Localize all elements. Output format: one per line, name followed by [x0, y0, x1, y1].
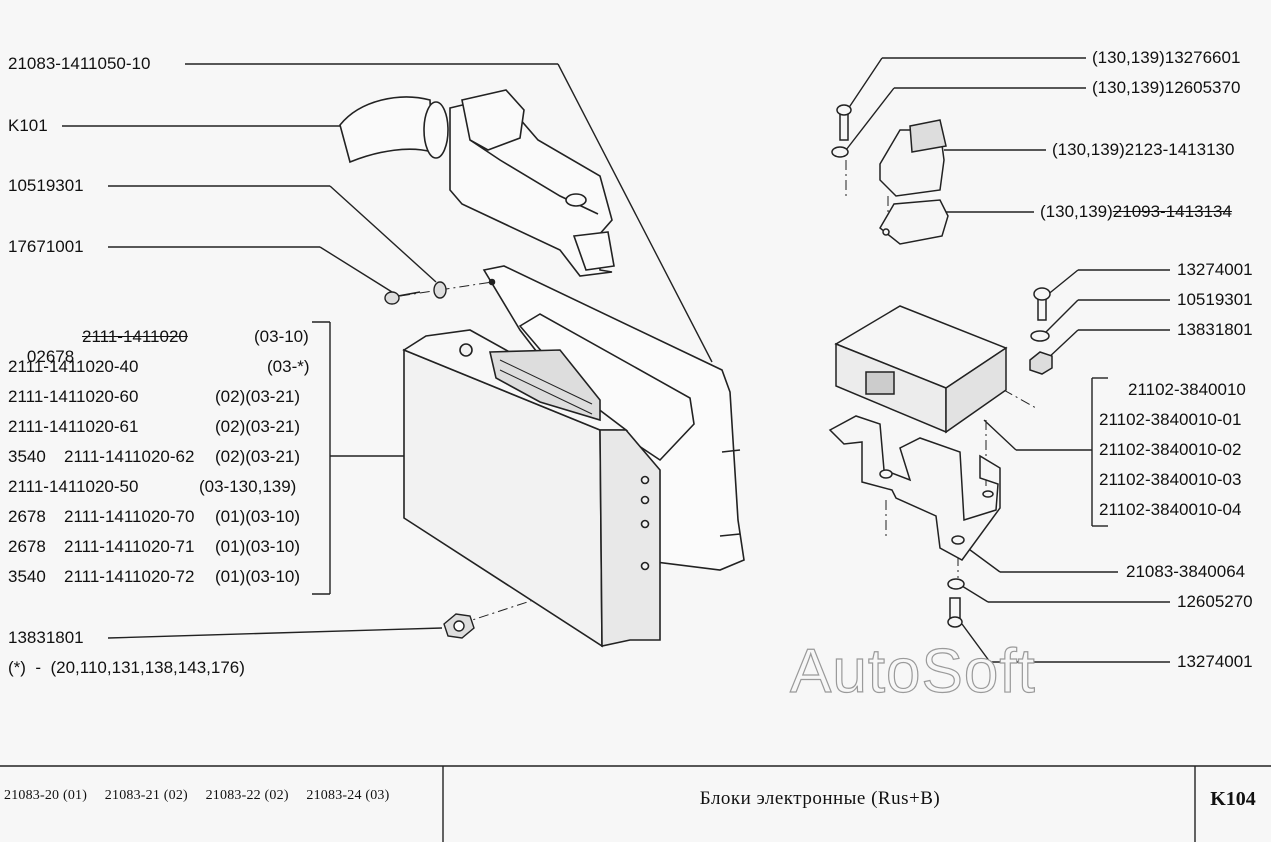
ecu-variant-note: (02)(03-21) [215, 387, 301, 406]
sheet-number: K104 [1210, 788, 1256, 810]
label-sensor: (130,139)2123-1413130 [1052, 140, 1235, 159]
label-screw-low: 13274001 [1177, 652, 1253, 671]
title-block: 21083-20 (01) 21083-21 (02) 21083-22 (02… [0, 766, 1271, 842]
label-washer-low: 12605270 [1177, 592, 1253, 611]
label-k101: K101 [8, 116, 48, 135]
ecu-variant-part-struck: 2111-1411020 [82, 327, 188, 346]
label-nut-mid: 13831801 [1177, 320, 1253, 339]
ecu-variant-code: 2111-1411020-40 [8, 357, 139, 376]
ecu-variant-code: 3540 [8, 567, 46, 586]
footnote: (*) - (20,110,131,138,143,176) [8, 658, 245, 677]
ecu-variant-part: 2111-1411020-62 [64, 447, 195, 466]
label-washer-top: (130,139)12605370 [1092, 78, 1241, 97]
ecu-variant-code: 2111-1411020-50 [8, 477, 139, 496]
ecu-variant-part: 2111-1411020-70 [64, 507, 195, 526]
ecu-variant-code: 2111-1411020-60 [8, 387, 139, 406]
module-variant: 21102-3840010 [1128, 380, 1246, 399]
ecu-variant-note: (01)(03-10) [215, 507, 301, 526]
ecu-variant-note: (03-130,139) [199, 477, 297, 496]
ecu-variant-code: 3540 [8, 447, 46, 466]
ecu-variant-part: 2111-1411020-72 [64, 567, 195, 586]
label-bracket-lower: 21083-3840064 [1126, 562, 1246, 581]
bracket-part-struck: 21093-1413134 [1112, 202, 1232, 221]
ecu-variant-part: 2111-1411020-71 [64, 537, 195, 556]
module-variant: 21102-3840010-03 [1099, 470, 1242, 489]
ecu-variant-note: (03-10) [254, 327, 309, 346]
label-bracket-struck: (130,139)21093-1413134 [1040, 202, 1232, 222]
module-variant: 21102-3840010-04 [1099, 500, 1242, 519]
module-variant: 21102-3840010-02 [1099, 440, 1242, 459]
ecu-variant-code: 2678 [8, 507, 46, 526]
ecu-variant-note: (01)(03-10) [215, 567, 301, 586]
label-ecu-housing-part: 21083-1411050-10 [8, 54, 151, 73]
watermark: AutoSoft [789, 636, 1036, 706]
model-code: 21083-22 (02) [205, 788, 289, 803]
ecu-variant-code: 2111-1411020-61 [8, 417, 139, 436]
module-variant: 21102-3840010-01 [1099, 410, 1242, 429]
page-title: Блоки электронные (Rus+B) [699, 788, 941, 809]
bracket-prefix: (130,139) [1040, 202, 1113, 221]
model-code: 21083-20 (01) [4, 788, 88, 803]
label-screw-top: (130,139)13276601 [1092, 48, 1241, 67]
model-list: 21083-20 (01) 21083-21 (02) 21083-22 (02… [4, 788, 403, 804]
ecu-variant-row: 02678 [8, 327, 74, 387]
ecu-variant-note: (01)(03-10) [215, 537, 301, 556]
label-nut-left: 13831801 [8, 628, 84, 647]
label-screw-left: 17671001 [8, 237, 84, 256]
label-washer-mid: 10519301 [1177, 290, 1253, 309]
ecu-variant-note: (02)(03-21) [215, 447, 301, 466]
ecu-variant-note: (02)(03-21) [215, 417, 301, 436]
model-code: 21083-21 (02) [104, 788, 188, 803]
ecu-variant-note: (03-*) [267, 357, 310, 376]
ecu-variant-code: 2678 [8, 537, 46, 556]
label-screw-mid: 13274001 [1177, 260, 1253, 279]
ecu-variant-code: 02678 [26, 347, 75, 366]
model-code: 21083-24 (03) [306, 788, 390, 803]
label-washer-left: 10519301 [8, 176, 84, 195]
